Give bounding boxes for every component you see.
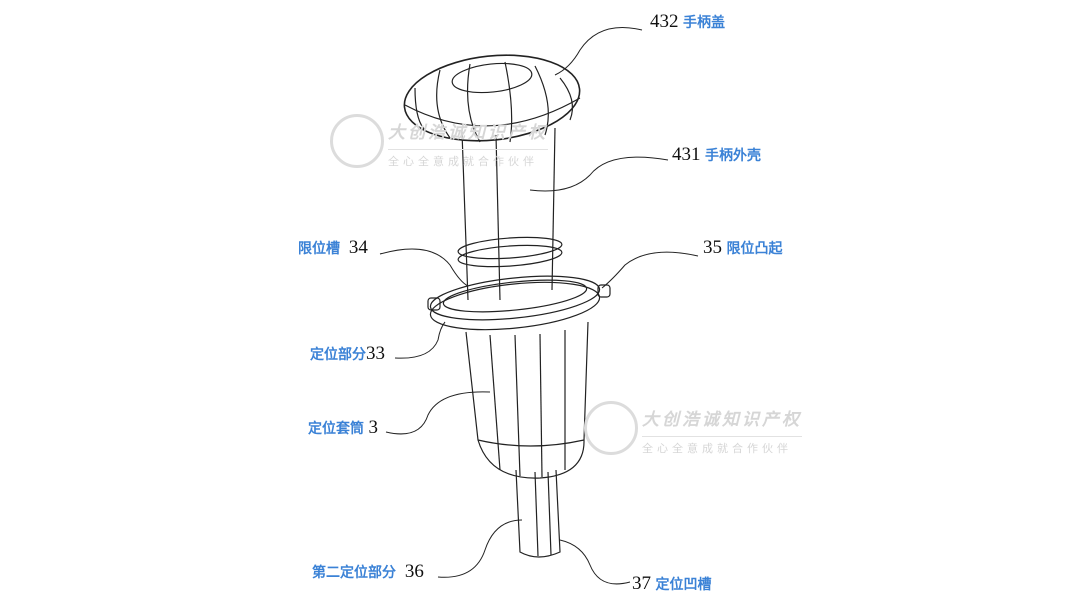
watermark-line2: 全心全意成就合作伙伴 (388, 149, 548, 169)
label-35: 35 限位凸起 (703, 237, 783, 258)
label-36: 第二定位部分 36 (312, 561, 424, 582)
label-432: 432 手柄盖 (650, 11, 725, 32)
leader-lines (379, 27, 699, 585)
label-text: 限位槽 (298, 241, 340, 257)
label-number: 36 (404, 561, 424, 582)
watermark: 大创浩诚知识产权 全心全意成就合作伙伴 (584, 401, 802, 456)
label-number: 35 (703, 237, 722, 258)
label-text: 限位凸起 (726, 241, 783, 257)
label-number: 33 (366, 343, 385, 364)
label-number: 34 (348, 237, 368, 258)
label-3: 定位套筒 3 (308, 417, 378, 438)
label-431: 431 手柄外壳 (672, 144, 761, 165)
watermark: 大创浩诚知识产权 全心全意成就合作伙伴 (330, 114, 548, 169)
watermark-logo-icon (584, 401, 638, 455)
label-number: 432 (650, 11, 679, 32)
watermark-line1: 大创浩诚知识产权 (388, 123, 548, 143)
label-text: 第二定位部分 (312, 565, 396, 581)
label-33: 定位部分33 (310, 343, 385, 364)
second-positioning-shaft (515, 469, 561, 558)
label-37: 37 定位凹槽 (632, 573, 712, 594)
label-text: 定位部分 (310, 347, 366, 363)
label-text: 手柄盖 (682, 15, 725, 31)
label-number: 431 (672, 144, 701, 165)
handle-shell (457, 127, 563, 301)
watermark-logo-icon (330, 114, 384, 168)
handle-cap (403, 54, 581, 143)
positioning-sleeve (465, 321, 589, 479)
watermark-line2: 全心全意成就合作伙伴 (642, 436, 802, 456)
watermark-line1: 大创浩诚知识产权 (642, 410, 802, 430)
label-number: 3 (368, 417, 378, 438)
label-text: 手柄外壳 (704, 148, 761, 164)
label-number: 37 (632, 573, 651, 594)
positioning-collar (427, 275, 611, 331)
label-34: 限位槽 34 (298, 237, 368, 258)
label-text: 定位套筒 (308, 421, 364, 437)
label-text: 定位凹槽 (655, 577, 712, 593)
